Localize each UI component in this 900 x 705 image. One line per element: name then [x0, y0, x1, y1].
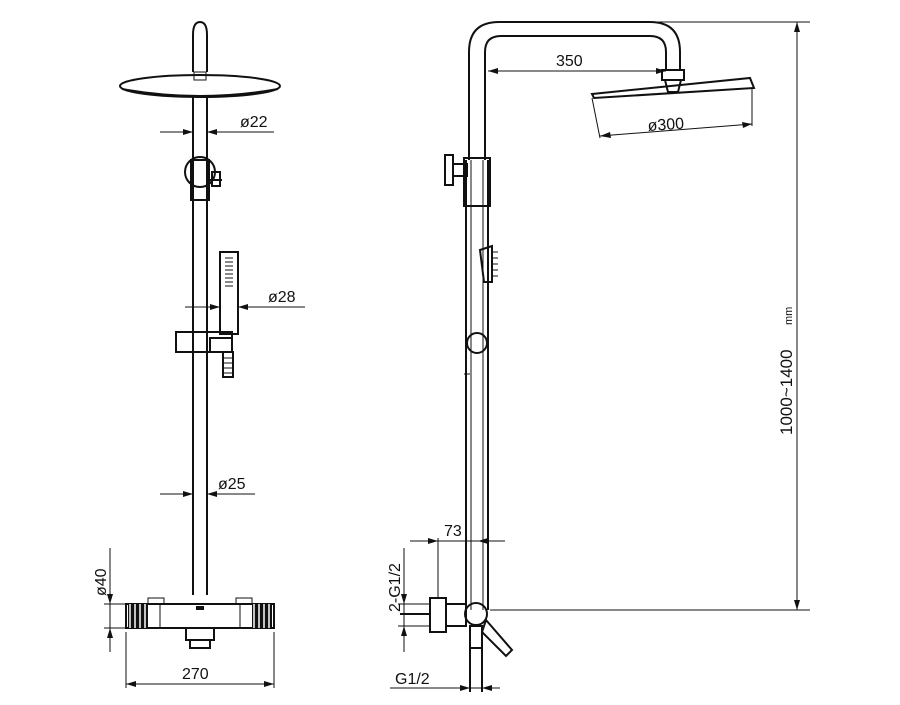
- mixer-knob-right: [252, 604, 272, 628]
- dim-mixer-width: 270: [125, 632, 275, 688]
- hand-shower-nozzles: [225, 257, 233, 287]
- shower-arm-top: [192, 20, 208, 72]
- dim-outlet-thread: G1/2: [390, 671, 500, 691]
- dim-label-inlet: 2-G1/2: [387, 563, 404, 612]
- dim-label-outlet: G1/2: [395, 671, 430, 688]
- diverter-handle: [211, 171, 221, 187]
- dim-label-300: ø300: [647, 115, 685, 135]
- dim-diameter-25: ø25: [160, 476, 255, 497]
- side-spout: [480, 618, 514, 658]
- side-riser-inner: [484, 35, 667, 160]
- overhead-shower: [119, 74, 281, 98]
- dim-offset-73: 73: [410, 523, 505, 598]
- side-nozzles: [492, 251, 498, 277]
- side-slider-knob: [466, 332, 488, 354]
- dim-label-270: 270: [182, 666, 209, 683]
- dim-label-22: ø22: [240, 114, 268, 131]
- dim-label-350: 350: [556, 53, 583, 70]
- dim-label-height: 1000~1400: [777, 349, 796, 435]
- mixer-knob-left: [128, 604, 148, 628]
- dim-label-28: ø28: [268, 289, 296, 306]
- front-view: ø22 ø28 ø25 ø40: [93, 20, 305, 688]
- side-hand-shower: [478, 244, 493, 283]
- dim-total-height: 1000~1400 mm: [490, 21, 810, 611]
- diverter-body: [184, 156, 216, 188]
- dim-label-unit: mm: [783, 307, 795, 325]
- side-mixer-body: [464, 602, 488, 626]
- side-diverter-knob: [444, 154, 454, 186]
- dim-label-40: ø40: [93, 568, 110, 596]
- dim-label-25: ø25: [218, 476, 246, 493]
- dim-diameter-28: ø28: [185, 289, 305, 310]
- bath-spout: [185, 628, 215, 641]
- dim-label-73: 73: [444, 523, 462, 540]
- side-view: 350 ø300 1000~1400 mm 73: [387, 21, 810, 692]
- dim-mixer-height: ø40: [93, 548, 128, 652]
- hand-shower: [219, 251, 239, 335]
- dim-diameter-22: ø22: [160, 114, 274, 135]
- dim-overhead-diameter: ø300: [599, 115, 753, 138]
- dim-arm-length: 350: [488, 53, 666, 74]
- side-wall-flange: [429, 597, 447, 633]
- side-riser-outer: [468, 21, 681, 160]
- thermostatic-mixer: [125, 603, 275, 629]
- dim-inlet-thread: 2-G1/2: [387, 548, 430, 652]
- hose-connector: [222, 351, 234, 378]
- side-overhead-shower: [590, 76, 756, 100]
